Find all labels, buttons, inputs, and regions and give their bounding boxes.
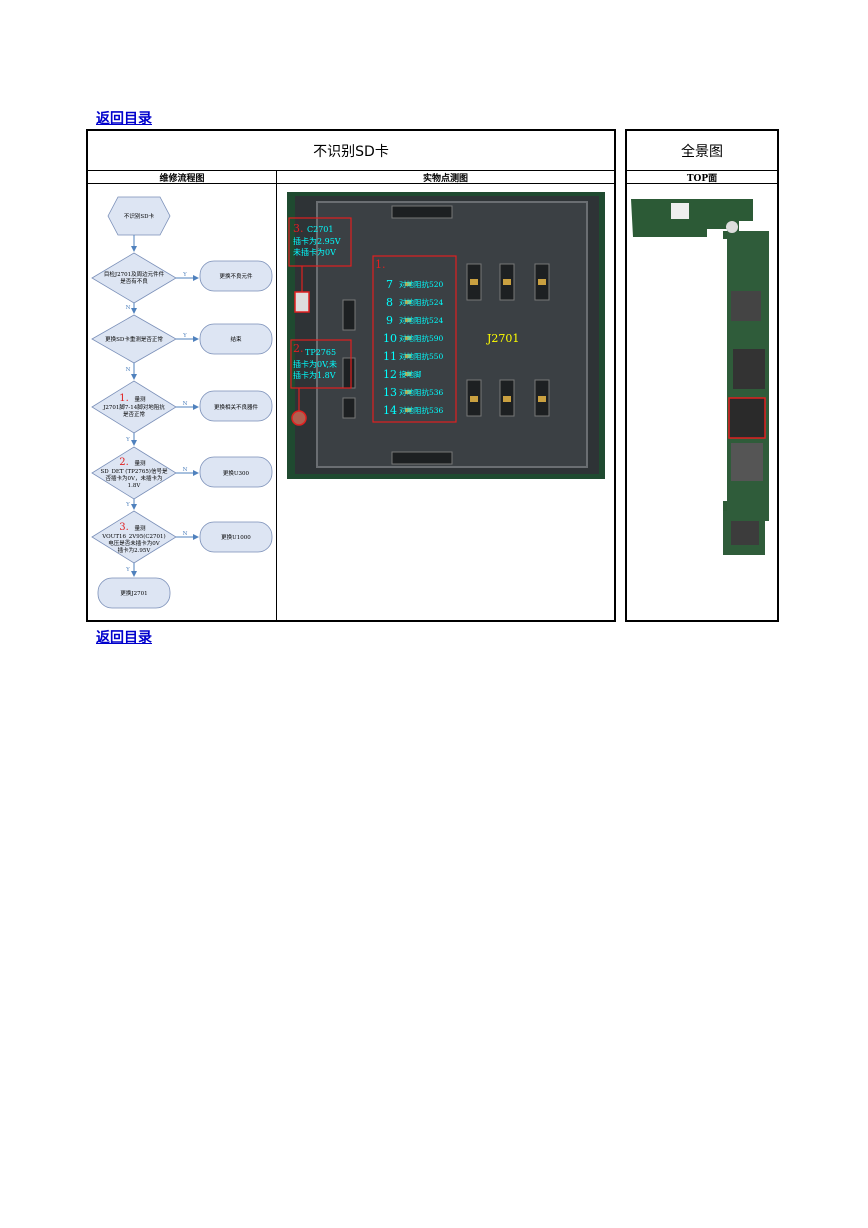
flow-d4-line3: 否插卡为0V，未插卡为: [106, 474, 163, 482]
overview-column-header: TOP面: [627, 171, 777, 184]
flow-d4-number: 2.: [119, 457, 129, 468]
flow-no-2: N: [126, 367, 131, 373]
board-overview-image: [631, 199, 769, 555]
back-to-contents-link-top[interactable]: 返回目录: [96, 111, 152, 127]
flow-yes-5: Y: [125, 567, 130, 573]
flow-no-3: N: [183, 401, 188, 407]
flow-yes-1: Y: [182, 272, 187, 278]
pin-impedance-10: 对地阻抗590: [399, 333, 444, 343]
column-divider: [276, 171, 277, 620]
flow-d1-line2: 是否有不良: [120, 277, 148, 285]
photo-box2-number: 2.: [293, 342, 304, 355]
flow-action-1: [199, 260, 273, 292]
pin-impedance-7: 对地阻抗520: [399, 279, 444, 289]
pin-number-10: 10: [383, 332, 397, 345]
flow-a4-label: 更换U300: [223, 469, 250, 477]
flow-d5-line3: 电压是否未插卡为0V: [108, 539, 160, 547]
overview-table: 全景图 TOP面: [625, 129, 779, 622]
pin-number-8: 8: [386, 296, 393, 309]
flow-d5-line4: 插卡为2.95V: [118, 546, 152, 554]
pin-number-14: 14: [383, 404, 397, 417]
flow-start-label: 不识别SD卡: [124, 212, 155, 220]
flow-a5-label: 更换U1000: [221, 533, 251, 541]
photo-box1-number: 1.: [375, 258, 386, 271]
pin-impedance-14: 对地阻抗536: [399, 405, 444, 415]
photo-box2-line3: 插卡为1.8V: [293, 370, 336, 380]
flow-action-3: [199, 390, 273, 422]
pin-number-13: 13: [383, 386, 397, 399]
pin-number-9: 9: [386, 314, 393, 327]
flow-d5-number: 3.: [119, 522, 129, 533]
photo-box3-line2: 插卡为2.95V: [293, 236, 341, 246]
flow-a1-label: 更换不良元件: [219, 272, 253, 280]
photo-box3-number: 3.: [293, 222, 304, 235]
flow-a3-label: 更换相关不良器件: [214, 403, 259, 411]
main-table-title: 不识别SD卡: [88, 131, 614, 171]
pin-impedance-13: 对地阻抗536: [399, 387, 444, 397]
flow-column-header: 维修流程图: [88, 171, 276, 184]
overview-title: 全景图: [627, 131, 777, 171]
connector-label: J2701: [486, 332, 519, 345]
flow-d3-line1: 量测: [134, 395, 146, 403]
pin-impedance-8: 对地阻抗524: [399, 297, 444, 307]
flow-no-1: N: [126, 305, 131, 311]
pin-impedance-11: 对地阻抗550: [399, 351, 444, 361]
flow-no-5: N: [183, 531, 188, 537]
flow-a2-label: 结束: [230, 335, 242, 343]
flow-action-2: [199, 323, 273, 355]
pin-number-12: 12: [383, 368, 397, 381]
flow-end: [97, 577, 171, 609]
photo-box3-line3: 未插卡为0V: [293, 247, 336, 257]
flow-end-label: 更换J2701: [120, 589, 147, 597]
flow-decision-1: [91, 252, 177, 304]
repair-flowchart: 不识别SD卡 目检J2701及周边元件件 是否有不良 更换不良元件 更换SD卡重…: [91, 196, 273, 609]
photo-box2-line2: 插卡为0V,未: [293, 359, 337, 369]
flow-d4-line2: SD_DET (TP2765)信号是: [101, 467, 168, 475]
photo-box2-line1: TP2765: [305, 348, 336, 357]
pcb-photo: 3. 2. 1. C2701 插卡为2.95V 未插卡为0V TP2765 插卡…: [287, 192, 605, 479]
flow-action-4: [199, 456, 273, 488]
flow-yes-4: Y: [125, 502, 130, 508]
pin-impedance-12: 接地脚: [399, 369, 422, 379]
flow-yes-2: Y: [182, 333, 187, 339]
flow-d2-label: 更换SD卡重测是否正常: [105, 335, 163, 343]
flow-d5-line1: 量测: [134, 524, 146, 532]
photo-column-header: 实物点测图: [277, 171, 614, 184]
flow-yes-3: Y: [125, 437, 130, 443]
flow-d3-line3: 是否正常: [123, 410, 146, 418]
pin-number-7: 7: [386, 278, 393, 291]
flow-d4-line4: 1.8V: [128, 483, 142, 489]
flow-action-5: [199, 521, 273, 553]
flow-d5-line2: VOUT16_2V95(C2701): [101, 533, 165, 540]
pin-impedance-9: 对地阻抗524: [399, 315, 444, 325]
flow-start-hexagon: [107, 196, 171, 236]
back-to-contents-link-bottom[interactable]: 返回目录: [96, 630, 152, 646]
flow-d3-number: 1.: [119, 393, 129, 404]
pin-number-11: 11: [383, 350, 397, 363]
flow-d4-line1: 量测: [134, 459, 146, 467]
flow-no-4: N: [183, 467, 188, 473]
main-table: 不识别SD卡 维修流程图 实物点测图: [86, 129, 616, 622]
flow-d3-line2: J2701脚7-14脚对地阻抗: [102, 403, 165, 411]
flow-d1-line1: 目检J2701及周边元件件: [104, 270, 165, 278]
photo-box3-line1: C2701: [307, 225, 333, 234]
